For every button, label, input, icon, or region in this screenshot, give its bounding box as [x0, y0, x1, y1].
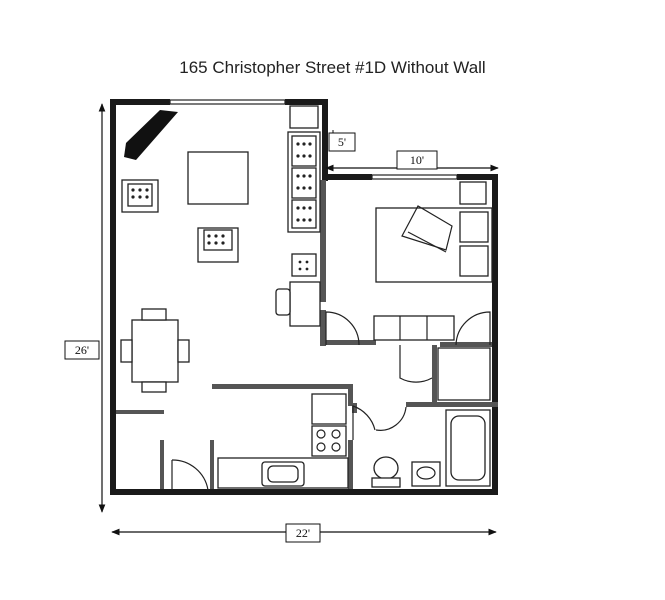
kitchen-fixtures: [217, 393, 349, 489]
stove: [311, 425, 347, 457]
plan-title: 165 Christopher Street #1D Without Wall: [179, 58, 486, 77]
refrigerator: [311, 393, 347, 425]
living-room-furniture: [120, 105, 321, 393]
bathroom-fixtures: [371, 409, 491, 488]
interior-walls: [116, 180, 498, 489]
dim-label-total-width: 22': [296, 526, 310, 540]
dining-table: [131, 319, 179, 383]
door-swings: [171, 311, 491, 491]
dim-label-bedroom-width: 10': [410, 153, 424, 167]
exterior-walls: [110, 99, 498, 495]
dim-label-balcony: 5': [338, 135, 346, 149]
dresser: [373, 315, 455, 341]
desk-chair: [275, 288, 291, 316]
bedroom-furniture: [373, 181, 493, 401]
bathroom-sink: [411, 461, 441, 487]
side-table: [289, 105, 319, 129]
desk: [289, 281, 321, 327]
end-table: [291, 253, 317, 277]
nightstand: [459, 181, 487, 205]
area-rug: [187, 151, 249, 205]
dim-label-total-depth: 26': [75, 343, 89, 357]
piano: [124, 110, 178, 160]
closet: [437, 347, 491, 401]
toilet: [373, 456, 399, 480]
dimension-labels: 5' 10' 26' 22': [64, 132, 438, 543]
